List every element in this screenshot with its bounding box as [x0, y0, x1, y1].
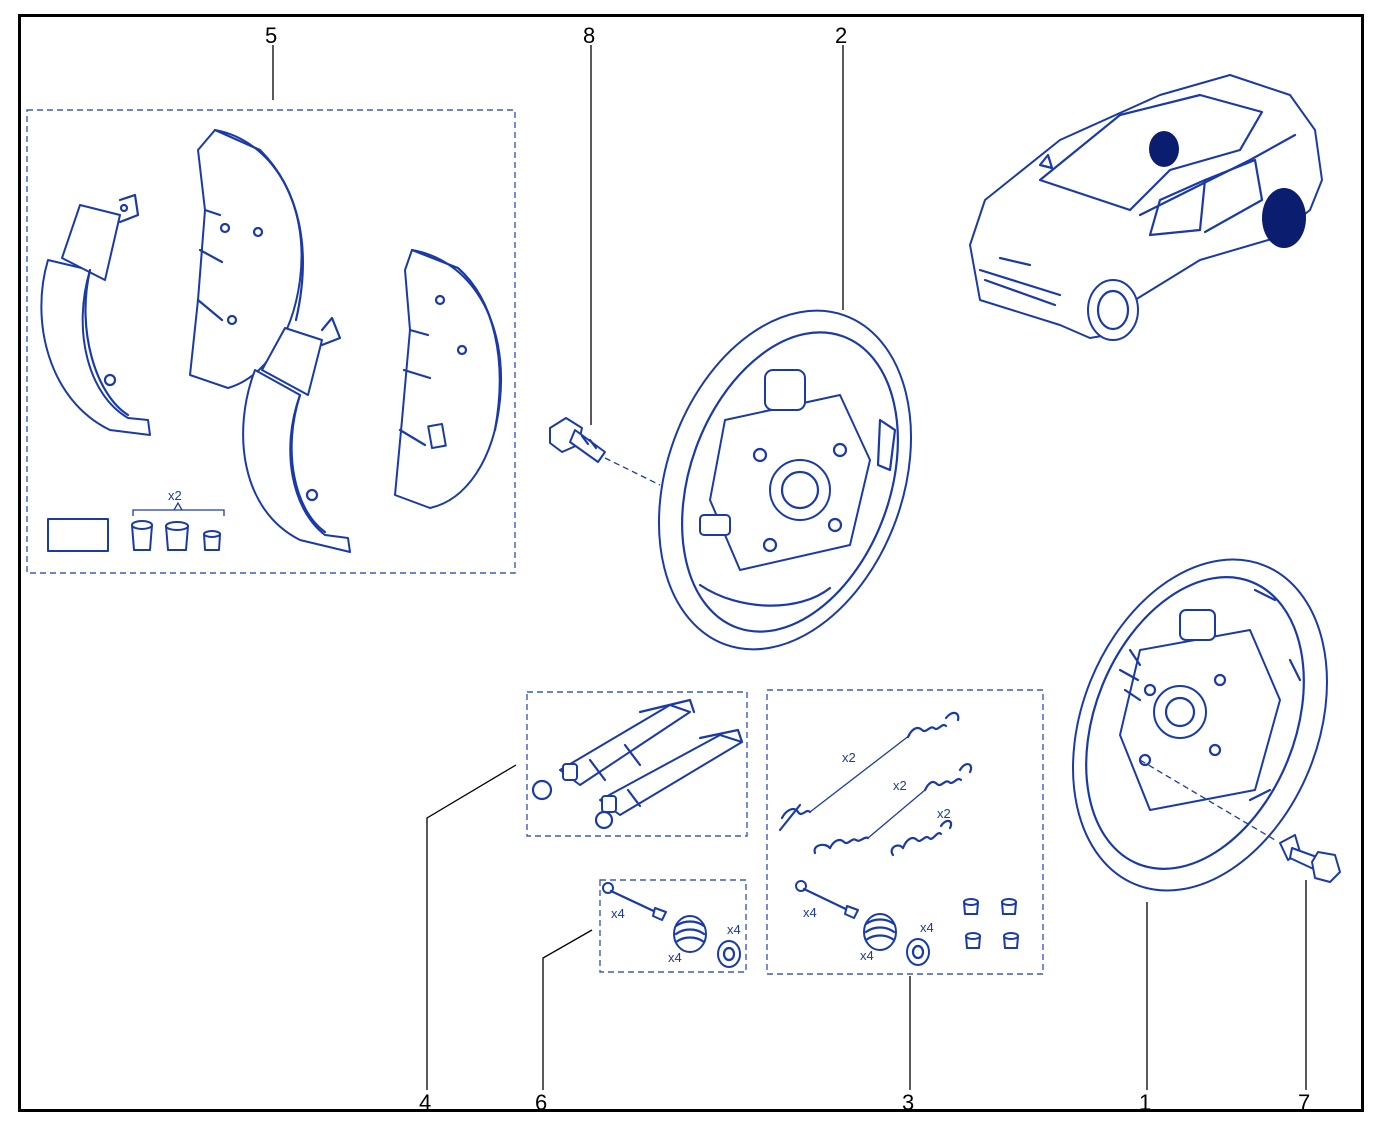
rear-window-marker [1149, 131, 1179, 167]
pad-strip [47, 518, 109, 552]
bolt-7[interactable] [1279, 834, 1341, 883]
bushing-group-kit3 [963, 898, 1019, 949]
callout-6: 6 [535, 1090, 547, 1115]
hold-down-kit-6[interactable]: x4 x4 x4 [599, 879, 747, 973]
cup-washer-kit6 [717, 940, 741, 968]
callout-3: 3 [902, 1090, 914, 1115]
qty-spring-b: x2 [893, 778, 907, 793]
diagram-frame [18, 14, 1364, 1112]
brake-shoe-kit-5[interactable]: x2 [26, 109, 516, 574]
callout-4: 4 [419, 1090, 431, 1115]
callout-7: 7 [1298, 1090, 1310, 1115]
backing-plate-1[interactable] [1026, 521, 1374, 928]
vehicle-illustration [969, 74, 1323, 341]
cup-washer-kit3 [906, 938, 930, 966]
bushing-set [131, 520, 221, 551]
qty-spring-kit3: x4 [860, 948, 874, 963]
brake-shoe-d [394, 248, 502, 509]
qty-cup-kit3: x4 [920, 920, 934, 935]
qty-pin-kit3: x4 [803, 905, 817, 920]
hold-down-spring-kit3 [863, 913, 897, 951]
backing-plate-2[interactable] [614, 275, 955, 685]
rear-wheel-marker [1262, 188, 1306, 248]
qty-spring-a: x2 [842, 750, 856, 765]
callout-8: 8 [583, 23, 595, 48]
brake-shoe-c [242, 316, 351, 553]
hold-down-spring-kit6 [673, 915, 707, 953]
bolt-8[interactable] [549, 417, 606, 463]
callout-1: 1 [1139, 1090, 1151, 1115]
callout-5: 5 [265, 23, 277, 48]
spring-kit-3[interactable]: x2 x2 x2 x4 x4 x4 [766, 689, 1044, 975]
qty-spring-short: x2 [937, 806, 951, 821]
qty-cup-kit6: x4 [727, 922, 741, 937]
callout-2: 2 [835, 23, 847, 48]
qty-pin-kit6: x4 [611, 906, 625, 921]
qty-bushings: x2 [168, 488, 182, 503]
brake-shoe-a [40, 193, 151, 436]
adjuster-kit-4[interactable] [526, 691, 748, 837]
brake-shoe-b [189, 128, 304, 389]
qty-spring-kit6: x4 [668, 950, 682, 965]
